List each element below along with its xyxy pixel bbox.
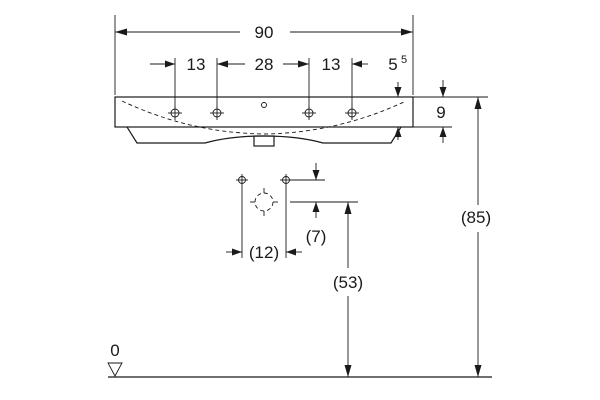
floor-level-label: 0: [110, 341, 119, 360]
left-offset-label: 13: [187, 55, 206, 74]
tap-hole-icon: [210, 106, 224, 120]
supply-connection-icon: [236, 174, 248, 186]
tap-holes: [168, 106, 359, 120]
overflow-icon: [261, 102, 267, 108]
overall-width-label: 90: [255, 23, 274, 42]
fitting-offset-label: (7): [306, 227, 327, 246]
wall-fittings: [236, 174, 358, 258]
floor-line: 0: [107, 341, 492, 378]
edge-offset-label: 5: [388, 55, 397, 74]
drain-height-label: (53): [333, 273, 363, 292]
right-offset-label: 13: [322, 55, 341, 74]
drain-height-dimension: (53): [333, 202, 363, 377]
center-spacing-label: 28: [255, 55, 274, 74]
basin-outline: [114, 96, 414, 147]
fitting-offset-dimension: (7): [306, 163, 327, 246]
tap-hole-icon: [168, 106, 182, 120]
basin-height-dimension: 9: [413, 80, 488, 143]
fitting-spacing-dimension: (12): [226, 243, 302, 262]
tap-hole-icon: [345, 106, 359, 120]
total-height-dimension: (85): [461, 97, 491, 377]
level-marker-icon: [107, 362, 123, 377]
hole-spacing-dimension: 13 28 13 5 5: [150, 54, 407, 108]
tap-hole-icon: [302, 106, 316, 120]
edge-offset-superscript: 5: [401, 54, 407, 66]
basin-height-label: 9: [436, 103, 445, 122]
drain-connection-icon: [250, 188, 278, 216]
edge-offset-arrow: [394, 82, 402, 140]
overall-width-dimension: 90: [114, 15, 414, 95]
total-height-label: (85): [461, 208, 491, 227]
fitting-spacing-label: (12): [249, 243, 279, 262]
